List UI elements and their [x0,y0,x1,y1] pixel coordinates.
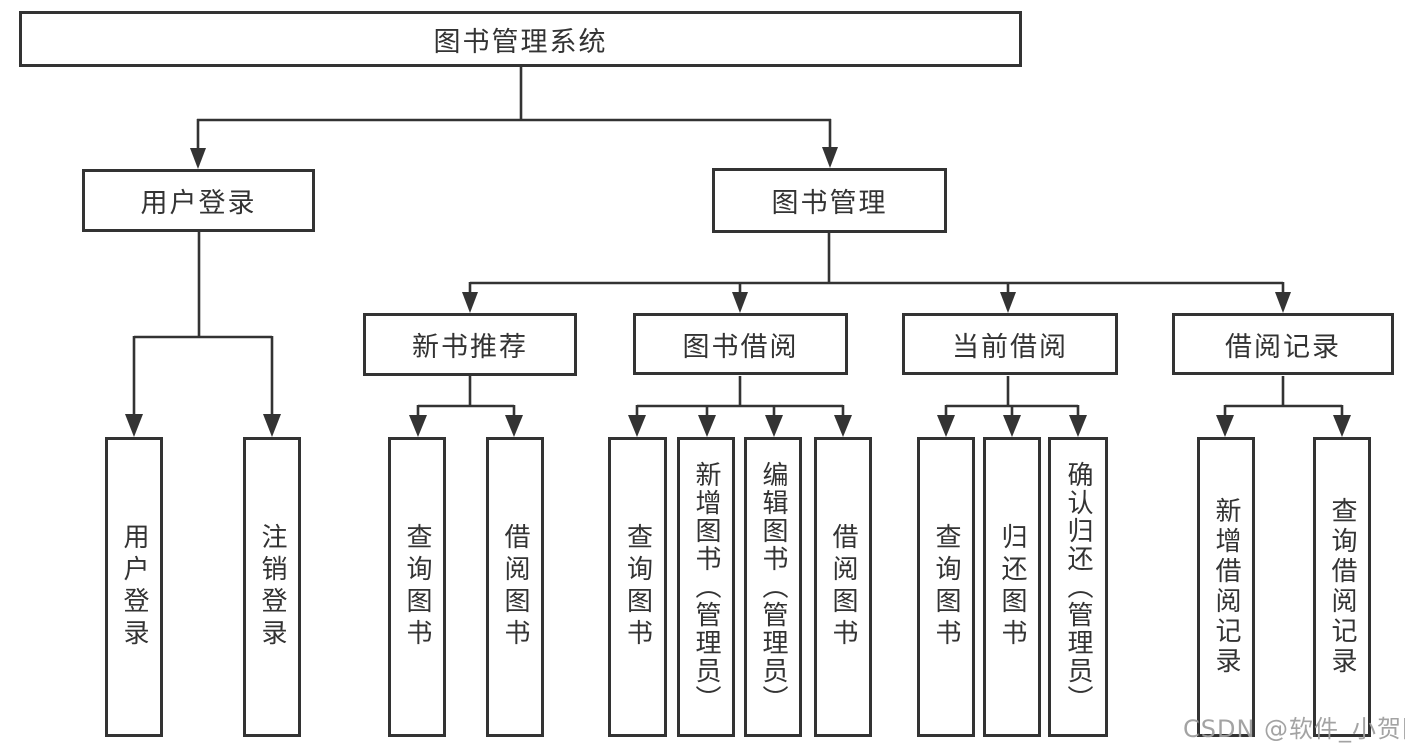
node-new-book-recommend: 新书推荐 [363,313,577,376]
leaf-add-borrow-record: 新增借阅记录 [1197,437,1255,737]
csdn-watermark: CSDN @软件_小贺同学 [1183,715,1405,743]
node-system-root: 图书管理系统 [19,11,1022,67]
connector-new-book-split [409,376,523,437]
connector-book-borrow-split [628,376,852,437]
node-borrow-records: 借阅记录 [1172,313,1394,375]
leaf-query-book-borrow: 查询图书 [608,437,667,737]
leaf-query-borrow-record: 查询借阅记录 [1313,437,1371,737]
connector-root-split [190,67,838,169]
connector-book-management-split [462,233,1291,313]
node-book-management: 图书管理 [712,168,947,233]
leaf-query-book-newrec: 查询图书 [388,437,446,737]
connector-borrow-records-split [1216,376,1351,437]
leaf-query-book-current: 查询图书 [917,437,975,737]
leaf-borrow-book-borrow: 借阅图书 [814,437,872,737]
node-book-borrow: 图书借阅 [633,313,848,375]
node-user-login: 用户登录 [82,169,315,232]
leaf-borrow-book-newrec: 借阅图书 [486,437,544,737]
connector-user-login-split [125,232,281,437]
node-current-borrow: 当前借阅 [902,313,1118,375]
leaf-logout: 注销登录 [243,437,301,737]
leaf-user-login: 用户登录 [105,437,163,737]
leaf-add-book-admin: 新增图书（管理员） [677,437,735,737]
leaf-edit-book-admin: 编辑图书（管理员） [744,437,802,737]
leaf-confirm-return-admin: 确认归还（管理员） [1048,437,1108,737]
connector-current-borrow-split [937,376,1087,437]
leaf-return-book: 归还图书 [983,437,1041,737]
